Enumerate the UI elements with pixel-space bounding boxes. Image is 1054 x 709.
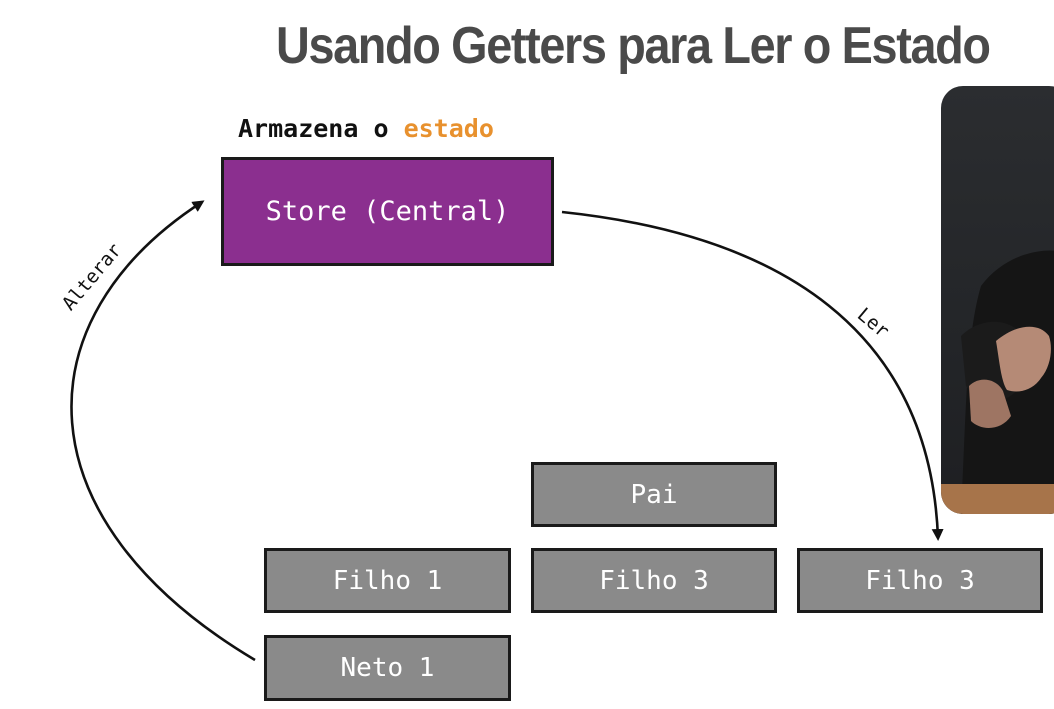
store-node: Store (Central) <box>221 157 554 266</box>
node-neto-1: Neto 1 <box>264 635 511 701</box>
node-filho-1-label: Filho 1 <box>332 565 443 596</box>
node-filho-3-right-label: Filho 3 <box>865 565 975 596</box>
presenter-video-feed <box>941 86 1054 514</box>
node-filho-1: Filho 1 <box>264 548 511 613</box>
store-caption-highlight: estado <box>403 114 494 143</box>
node-filho-3-center: Filho 3 <box>531 548 777 613</box>
node-neto-1-label: Neto 1 <box>340 653 435 683</box>
store-caption: Armazena o estado <box>238 114 494 143</box>
node-pai-label: Pai <box>630 479 678 510</box>
node-filho-3-right: Filho 3 <box>797 548 1043 613</box>
node-filho-3-center-label: Filho 3 <box>599 565 709 596</box>
alterar-arrow <box>70 200 256 662</box>
store-caption-prefix: Armazena o <box>238 114 389 143</box>
store-node-label: Store (Central) <box>265 196 510 227</box>
node-pai: Pai <box>531 462 777 527</box>
slide-title: Usando Getters para Ler o Estado <box>276 17 991 75</box>
presenter-icon <box>941 250 1054 514</box>
ler-arrow <box>561 210 944 541</box>
